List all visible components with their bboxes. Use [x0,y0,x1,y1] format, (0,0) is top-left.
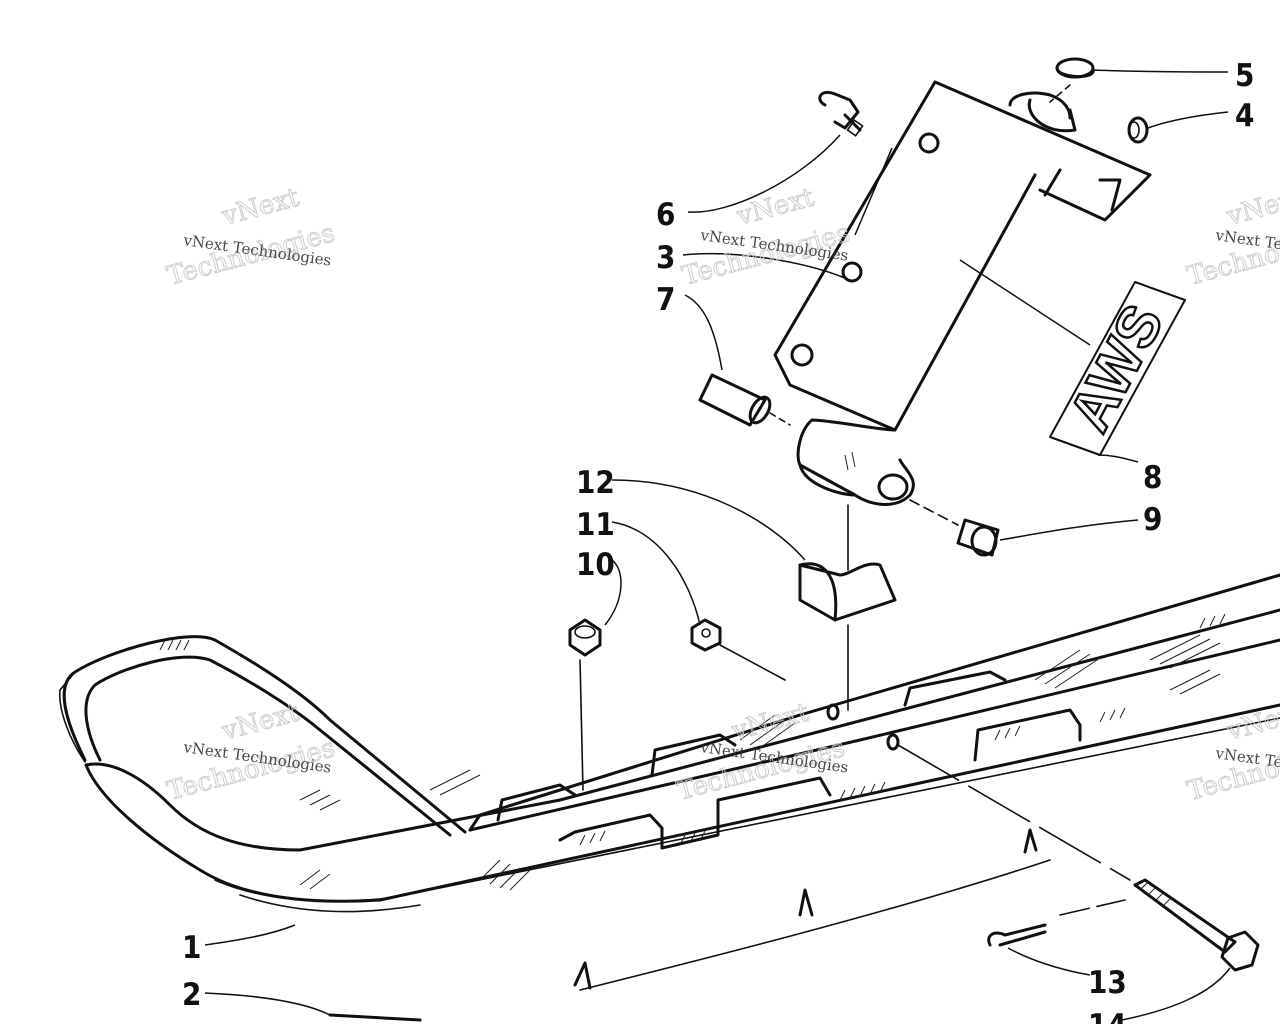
callout-12: 12 [576,465,615,501]
callout-4: 4 [1235,98,1254,134]
callout-1: 1 [182,930,201,966]
watermark-vnext: vNext [218,697,303,747]
lock-nut-part-10 [568,618,602,791]
nut-part-11 [690,618,786,681]
watermark-vnext: vNext [1223,697,1280,747]
bolt-part-14 [897,744,1260,972]
callout-labels: 1 2 3 4 5 6 7 8 9 10 11 12 13 14 [182,58,1254,1024]
leader-lines [204,69,1231,1021]
callout-8: 8 [1143,460,1162,496]
callout-5: 5 [1235,58,1254,94]
grommet-part-4 [1127,116,1149,144]
cotter-pin-part-13 [987,923,1047,947]
callout-6: 6 [656,197,675,233]
callout-14: 14 [1088,1008,1127,1024]
cap-part-5 [1049,57,1095,103]
callout-10: 10 [576,547,615,583]
sleeve-part-7 [698,373,791,427]
watermark: Technologies vNext vNext Technologies Te… [164,182,1280,807]
watermark-vnext: vNext [733,182,818,232]
grease-fitting-part-6 [818,90,864,137]
callout-9: 9 [1143,502,1162,538]
callout-11: 11 [576,507,615,543]
callout-13: 13 [1088,965,1127,1001]
shock-absorber-part-3 [773,80,1152,506]
bushing-part-9 [909,499,1000,557]
callout-3: 3 [656,240,675,276]
watermark-vnext: vNext [218,182,303,232]
decal-part-8: AWS [1049,281,1186,456]
bracket-part-12 [798,504,897,711]
watermark-vnext: vNext [728,697,813,747]
callout-2: 2 [182,977,201,1013]
watermark-vnext: vNext [1223,182,1280,232]
callout-7: 7 [656,282,675,318]
ski-part-1 [59,573,1280,1022]
decal-text: AWS [1057,294,1176,441]
